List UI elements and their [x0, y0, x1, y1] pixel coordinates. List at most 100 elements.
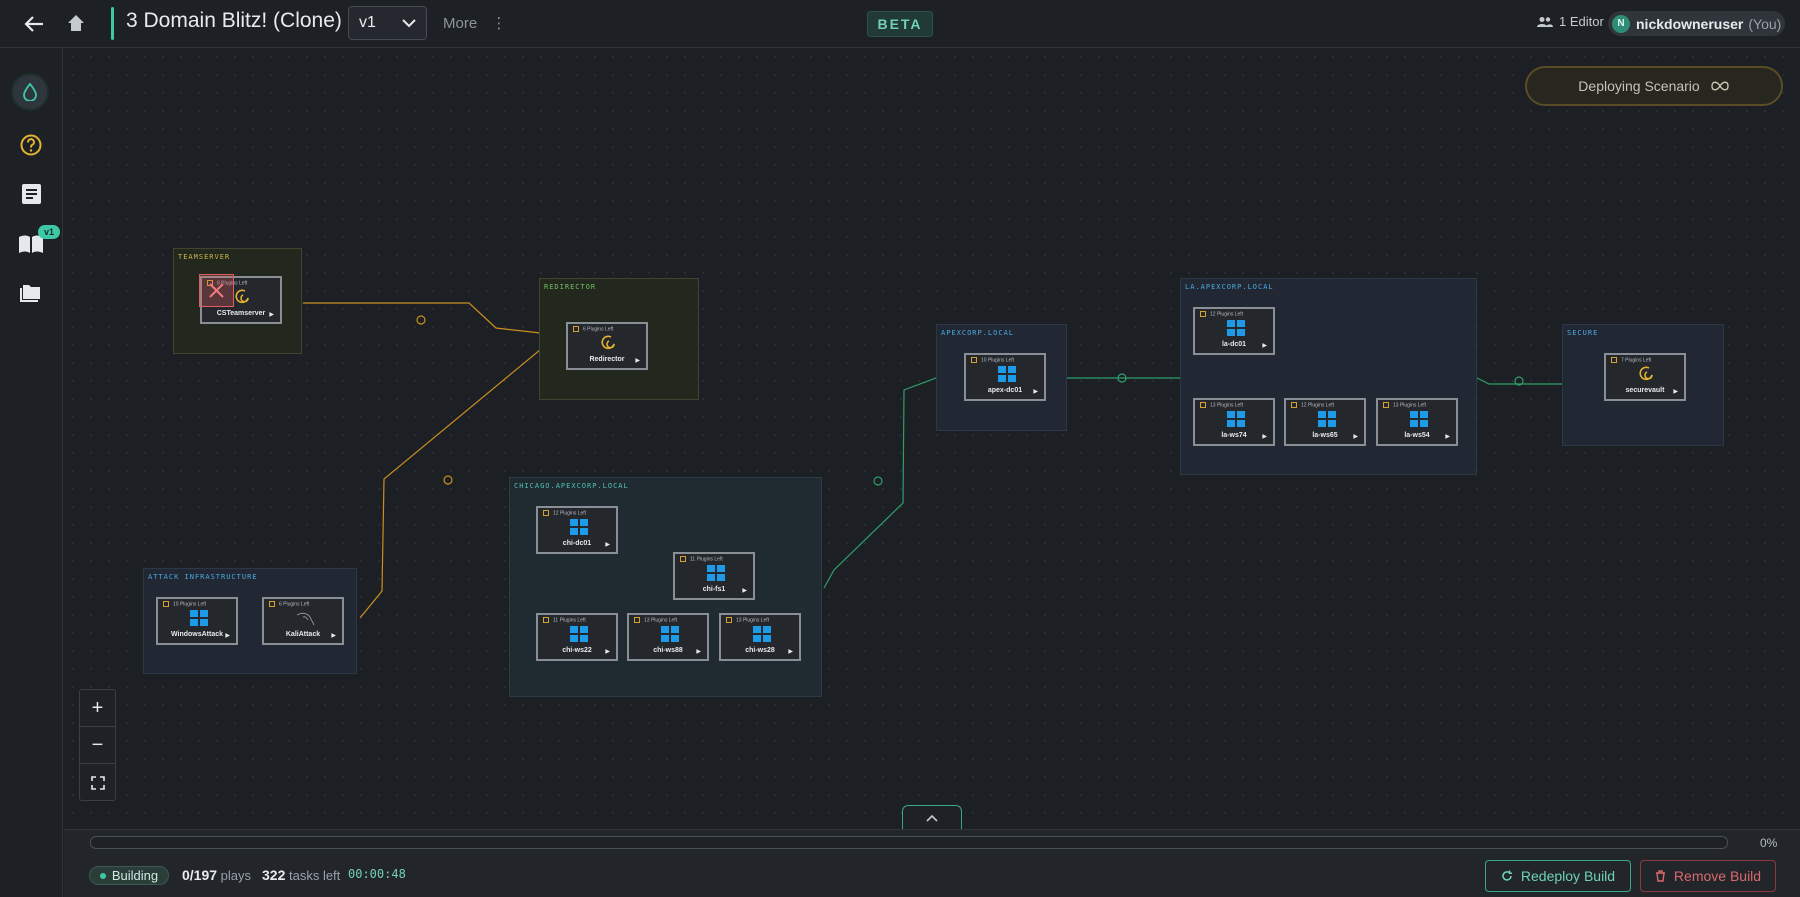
play-icon[interactable]: ▶ — [635, 358, 640, 364]
panel-toggle-button[interactable] — [902, 805, 962, 829]
edge-teamserver-redirector — [303, 302, 559, 619]
node-name: chi-fs1 — [702, 586, 726, 593]
folder-icon[interactable] — [19, 281, 43, 303]
group-label: REDIRECTOR — [544, 283, 597, 291]
status-dot — [99, 872, 106, 879]
node-windowsattack[interactable]: 10 Plugins Left WindowsAttack ▶ — [156, 597, 238, 645]
node-name: Redirector — [589, 356, 625, 363]
play-icon[interactable]: ▶ — [1445, 434, 1450, 440]
node-name: la-ws54 — [1404, 432, 1430, 439]
plugins-left: 10 Plugins Left — [971, 357, 1014, 363]
node-la-dc01[interactable]: 12 Plugins Left la-dc01 ▶ — [1193, 307, 1275, 355]
group-la[interactable]: LA.APEXCORP.LOCAL 12 Plugins Left la-dc0… — [1180, 278, 1477, 475]
remove-build-button[interactable]: Remove Build — [1640, 860, 1776, 892]
node-redirector[interactable]: 6 Plugins Left Redirector ▶ — [566, 322, 648, 370]
node-name: chi-dc01 — [562, 540, 592, 547]
play-icon[interactable]: ▶ — [696, 649, 701, 655]
group-label: ATTACK INFRASTRUCTURE — [148, 573, 258, 581]
kebab-icon: ⋮ — [491, 15, 507, 32]
play-icon[interactable]: ▶ — [742, 588, 747, 594]
node-apex-dc01[interactable]: 10 Plugins Left apex-dc01 ▶ — [964, 353, 1046, 401]
zoom-out-button[interactable]: − — [80, 727, 115, 764]
windows-icon — [1318, 411, 1336, 427]
play-icon[interactable]: ▶ — [788, 649, 793, 655]
logo-icon[interactable] — [13, 75, 47, 109]
play-icon[interactable]: ▶ — [225, 633, 230, 639]
plugins-left: 6 Plugins Left — [269, 601, 309, 607]
connection-lines — [303, 302, 1564, 619]
plugins-left: 12 Plugins Left — [543, 510, 586, 516]
playbook-icon[interactable] — [17, 233, 45, 255]
group-chicago[interactable]: CHICAGO.APEXCORP.LOCAL 12 Plugins Left c… — [509, 477, 822, 697]
editor-count[interactable]: 1 Editor — [1537, 14, 1604, 29]
deploying-label: Deploying Scenario — [1578, 78, 1700, 94]
play-icon[interactable]: ▶ — [1353, 434, 1358, 440]
editor-count-label: 1 Editor — [1559, 14, 1604, 29]
zoom-in-button[interactable]: + — [80, 690, 115, 727]
help-icon[interactable] — [19, 133, 43, 157]
node-chi-dc01[interactable]: 12 Plugins Left chi-dc01 ▶ — [536, 506, 618, 554]
node-name: chi-ws22 — [562, 647, 592, 654]
group-apexcorp[interactable]: APEXCORP.LOCAL 10 Plugins Left apex-dc01… — [936, 324, 1067, 431]
play-icon[interactable]: ▶ — [1262, 434, 1267, 440]
node-chi-ws22[interactable]: 11 Plugins Left chi-ws22 ▶ — [536, 613, 618, 661]
plays-label: plays — [220, 868, 252, 883]
infinity-icon — [1711, 81, 1729, 91]
play-icon[interactable]: ▶ — [1033, 389, 1038, 395]
play-icon[interactable]: ▶ — [331, 633, 336, 639]
tasks-count: 322 — [262, 867, 286, 883]
user-pill[interactable]: N nickdowneruser (You) — [1608, 11, 1785, 36]
group-secure[interactable]: SECURE 7 Plugins Left securevault ▶ — [1562, 324, 1724, 446]
fit-view-button[interactable] — [80, 764, 115, 801]
windows-icon — [570, 626, 588, 642]
play-icon[interactable]: ▶ — [605, 649, 610, 655]
node-chi-ws28[interactable]: 13 Plugins Left chi-ws28 ▶ — [719, 613, 801, 661]
node-la-ws65[interactable]: 12 Plugins Left la-ws65 ▶ — [1284, 398, 1366, 446]
build-percent: 0% — [1760, 836, 1778, 850]
edge-handle — [416, 315, 426, 325]
play-icon[interactable]: ▶ — [269, 312, 274, 318]
elapsed-timer: 00:00:48 — [348, 867, 406, 881]
play-icon[interactable]: ▶ — [1262, 343, 1267, 349]
more-menu-button[interactable]: More ⋮ — [443, 14, 506, 32]
node-la-ws74[interactable]: 13 Plugins Left la-ws74 ▶ — [1193, 398, 1275, 446]
play-icon[interactable]: ▶ — [1673, 389, 1678, 395]
version-value: v1 — [359, 14, 376, 31]
windows-icon — [661, 626, 679, 642]
fullscreen-icon — [90, 775, 105, 790]
node-chi-ws88[interactable]: 13 Plugins Left chi-ws88 ▶ — [627, 613, 709, 661]
notes-icon[interactable] — [20, 183, 42, 205]
chevron-up-icon — [926, 814, 938, 822]
version-select[interactable]: v1 — [348, 6, 427, 40]
group-attack-infrastructure[interactable]: ATTACK INFRASTRUCTURE 10 Plugins Left Wi… — [143, 568, 357, 674]
plays-count: 0/197 — [182, 867, 218, 883]
plays-stat: 0/197 plays — [182, 867, 251, 883]
group-redirector[interactable]: REDIRECTOR 6 Plugins Left Redirector ▶ — [539, 278, 699, 400]
group-label: APEXCORP.LOCAL — [941, 329, 1015, 337]
play-icon[interactable]: ▶ — [605, 542, 610, 548]
node-name: KaliAttack — [285, 631, 321, 638]
node-csteamserver[interactable]: 8 Plugins Left CSTeamserver ▶ — [200, 276, 282, 324]
edge-handle — [1514, 376, 1524, 386]
debian-icon — [601, 335, 615, 350]
back-arrow-icon[interactable] — [22, 13, 46, 35]
node-kaliattack[interactable]: 6 Plugins Left KaliAttack ▶ — [262, 597, 344, 645]
group-teamserver[interactable]: TEAMSERVER 8 Plugins Left CSTeamserver ▶ — [173, 248, 302, 354]
edge-handle — [1117, 373, 1127, 383]
redeploy-build-button[interactable]: Redeploy Build — [1485, 860, 1631, 892]
user-name: nickdowneruser — [1636, 15, 1744, 32]
scenario-canvas[interactable]: TEAMSERVER 8 Plugins Left CSTeamserver ▶… — [64, 48, 1800, 829]
tasks-label: tasks left — [288, 868, 341, 883]
home-icon[interactable] — [64, 12, 88, 34]
status-label: Building — [111, 868, 159, 883]
deploying-scenario-button[interactable]: Deploying Scenario — [1525, 66, 1783, 106]
zoom-controls: + − — [79, 689, 116, 801]
node-la-ws54[interactable]: 13 Plugins Left la-ws54 ▶ — [1376, 398, 1458, 446]
plugins-left: 13 Plugins Left — [634, 617, 677, 623]
plugins-left: 13 Plugins Left — [726, 617, 769, 623]
node-chi-fs1[interactable]: 11 Plugins Left chi-fs1 ▶ — [673, 552, 755, 600]
edge-handle — [443, 475, 453, 485]
group-label: TEAMSERVER — [178, 253, 231, 261]
node-securevault[interactable]: 7 Plugins Left securevault ▶ — [1604, 353, 1686, 401]
trash-icon — [1655, 870, 1665, 882]
